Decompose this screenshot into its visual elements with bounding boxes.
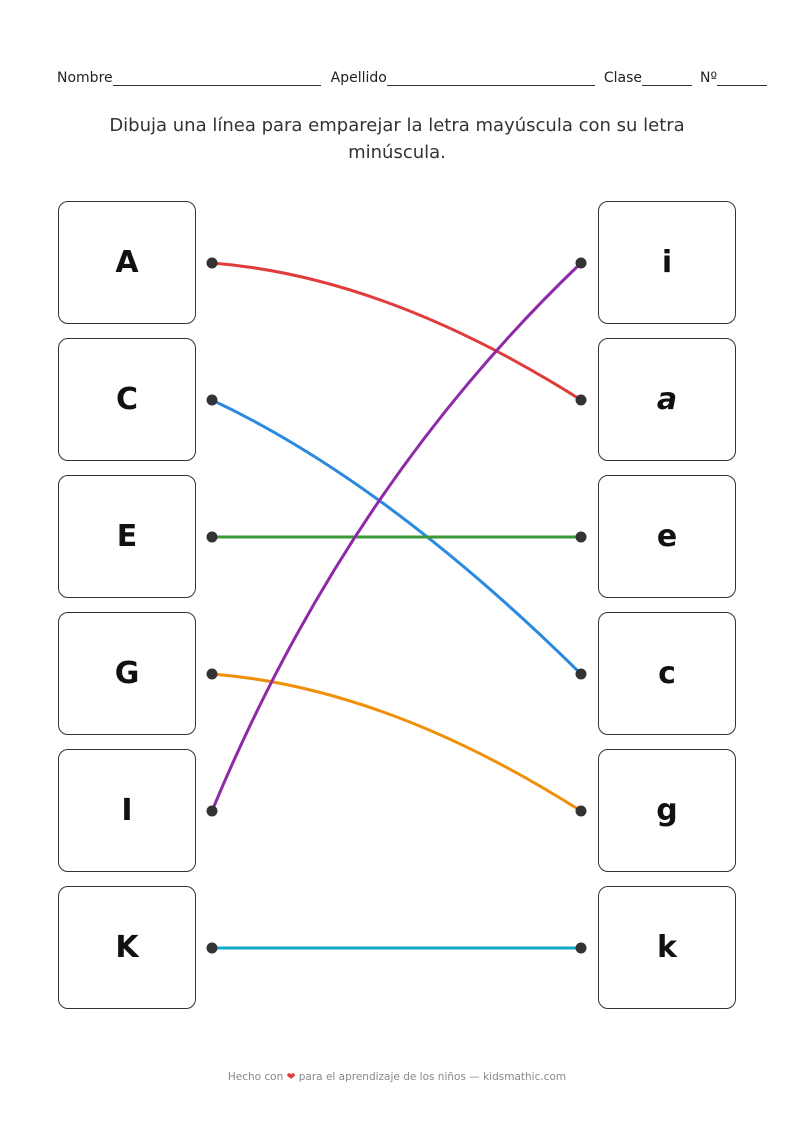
left-letter-box: K	[58, 886, 196, 1009]
left-letter-box: C	[58, 338, 196, 461]
right-letter-box: g	[598, 749, 736, 872]
match-line	[210, 261, 583, 812]
instruction-text: Dibuja una línea para emparejar la letra…	[109, 115, 685, 163]
left-letter-box: E	[58, 475, 196, 598]
match-line	[211, 261, 582, 402]
lowercase-letter: a	[656, 382, 678, 417]
left-connection-dot[interactable]	[206, 805, 218, 817]
lowercase-letter: g	[656, 793, 678, 828]
left-letter-box: G	[58, 612, 196, 735]
match-line	[211, 398, 583, 676]
right-letter-box: i	[598, 201, 736, 324]
left-connection-dot[interactable]	[206, 257, 218, 269]
name-field[interactable]	[112, 71, 321, 86]
uppercase-letter: G	[114, 656, 140, 691]
left-connection-dot[interactable]	[206, 668, 218, 680]
left-letter-box: I	[58, 749, 196, 872]
name-label: Nombre	[57, 70, 113, 86]
number-label: Nº	[699, 70, 718, 86]
uppercase-letter: C	[115, 382, 139, 417]
footer-prefix: Hecho con	[227, 1071, 284, 1083]
right-letter-box: c	[598, 612, 736, 735]
lowercase-letter: e	[656, 519, 678, 554]
right-connection-dot[interactable]	[575, 942, 587, 954]
student-info-header: Nombre Apellido Clase Nº	[57, 70, 777, 86]
uppercase-letter: E	[116, 519, 138, 554]
surname-label: Apellido	[330, 70, 387, 86]
lowercase-letter: c	[658, 656, 676, 691]
match-line	[211, 672, 582, 813]
footer-suffix: para el aprendizaje de los niños — kidsm…	[298, 1071, 567, 1083]
footer: Hecho con ❤ para el aprendizaje de los n…	[0, 1071, 794, 1083]
left-letter-box: A	[58, 201, 196, 324]
left-connection-dot[interactable]	[206, 942, 218, 954]
heart-icon: ❤	[286, 1071, 296, 1083]
uppercase-letter: I	[121, 793, 133, 828]
right-connection-dot[interactable]	[575, 531, 587, 543]
uppercase-letter: A	[115, 245, 139, 280]
number-field[interactable]	[717, 71, 768, 86]
left-connection-dot[interactable]	[206, 394, 218, 406]
right-connection-dot[interactable]	[575, 394, 587, 406]
left-connection-dot[interactable]	[206, 531, 218, 543]
lowercase-letter: i	[661, 245, 673, 280]
right-letter-box: a	[598, 338, 736, 461]
right-connection-dot[interactable]	[575, 668, 587, 680]
uppercase-letter: K	[115, 930, 139, 965]
right-letter-box: k	[598, 886, 736, 1009]
right-connection-dot[interactable]	[575, 805, 587, 817]
class-label: Clase	[603, 70, 642, 86]
surname-field[interactable]	[386, 71, 595, 86]
right-letter-box: e	[598, 475, 736, 598]
lowercase-letter: k	[657, 930, 677, 965]
right-connection-dot[interactable]	[575, 257, 587, 269]
class-field[interactable]	[641, 71, 692, 86]
